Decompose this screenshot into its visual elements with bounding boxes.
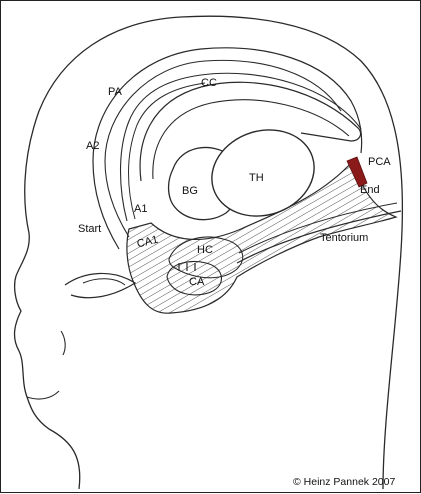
eye-lid [83, 279, 125, 285]
label-a1: A1 [134, 204, 147, 215]
label-end: End [360, 185, 380, 196]
label-pa: PA [108, 87, 122, 98]
label-ca: CA [189, 277, 204, 288]
label-cc: CC [201, 78, 217, 89]
label-a2: A2 [86, 141, 99, 152]
label-bg: BG [182, 186, 198, 197]
label-pca: PCA [368, 157, 391, 168]
nose-outline [27, 331, 65, 399]
label-th: TH [249, 173, 264, 184]
eye-outline [65, 273, 135, 297]
copyright-notice: © Heinz Pannek 2007 [293, 477, 395, 488]
label-tentorium: Tentorium [320, 233, 368, 244]
label-start: Start [78, 224, 101, 235]
label-hc: HC [197, 245, 213, 256]
